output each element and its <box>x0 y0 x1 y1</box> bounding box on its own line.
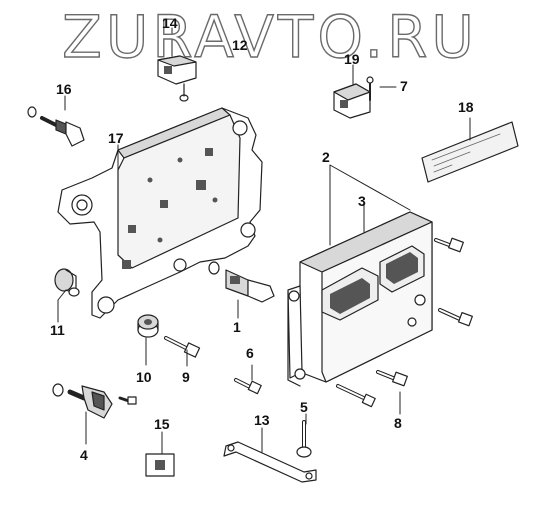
callout-8: 8 <box>394 415 402 431</box>
temperature-sensor-part-16 <box>27 106 85 147</box>
callout-4: 4 <box>80 447 88 463</box>
callout-15: 15 <box>154 416 170 432</box>
callout-16: 16 <box>56 81 72 97</box>
callout-10: 10 <box>136 369 152 385</box>
connector-part-19 <box>333 83 371 119</box>
bolt-right-middle <box>438 308 473 327</box>
bolt-part-long <box>336 384 376 408</box>
callout-14: 14 <box>162 15 178 31</box>
sensor-part-1 <box>208 261 275 303</box>
callout-11: 11 <box>50 322 65 338</box>
control-module-part-3 <box>287 211 433 387</box>
callout-12: 12 <box>232 37 248 53</box>
spacer-part-10 <box>137 314 159 338</box>
leader-lines <box>57 27 471 455</box>
callout-6: 6 <box>246 345 254 361</box>
bolt-top-right <box>434 237 464 253</box>
screw-part-5 <box>296 420 312 458</box>
grommet-part-11 <box>54 268 80 297</box>
bolt-part-9 <box>164 336 201 358</box>
callout-3: 3 <box>358 193 366 209</box>
watermark: ZURAVTO.RU <box>61 2 478 71</box>
callout-2: 2 <box>322 149 330 165</box>
callout-18: 18 <box>458 99 474 115</box>
mounting-bracket-part-17 <box>57 107 263 319</box>
callout-13: 13 <box>254 412 270 428</box>
callout-9: 9 <box>182 369 190 385</box>
callout-1: 1 <box>233 319 241 335</box>
screw-part-7 <box>366 76 374 101</box>
clip-nut-part-15 <box>145 453 175 477</box>
callout-19: 19 <box>344 51 360 67</box>
bolt-part-8 <box>376 370 408 387</box>
ground-strap-part-13 <box>223 441 317 483</box>
callout-17: 17 <box>108 130 124 146</box>
label-plate-part-18 <box>421 121 519 183</box>
callout-5: 5 <box>300 399 308 415</box>
sensor-part-14 <box>157 55 197 102</box>
crank-sensor-part-4 <box>52 383 137 419</box>
callout-7: 7 <box>400 78 408 94</box>
screw-part-6 <box>234 378 262 395</box>
